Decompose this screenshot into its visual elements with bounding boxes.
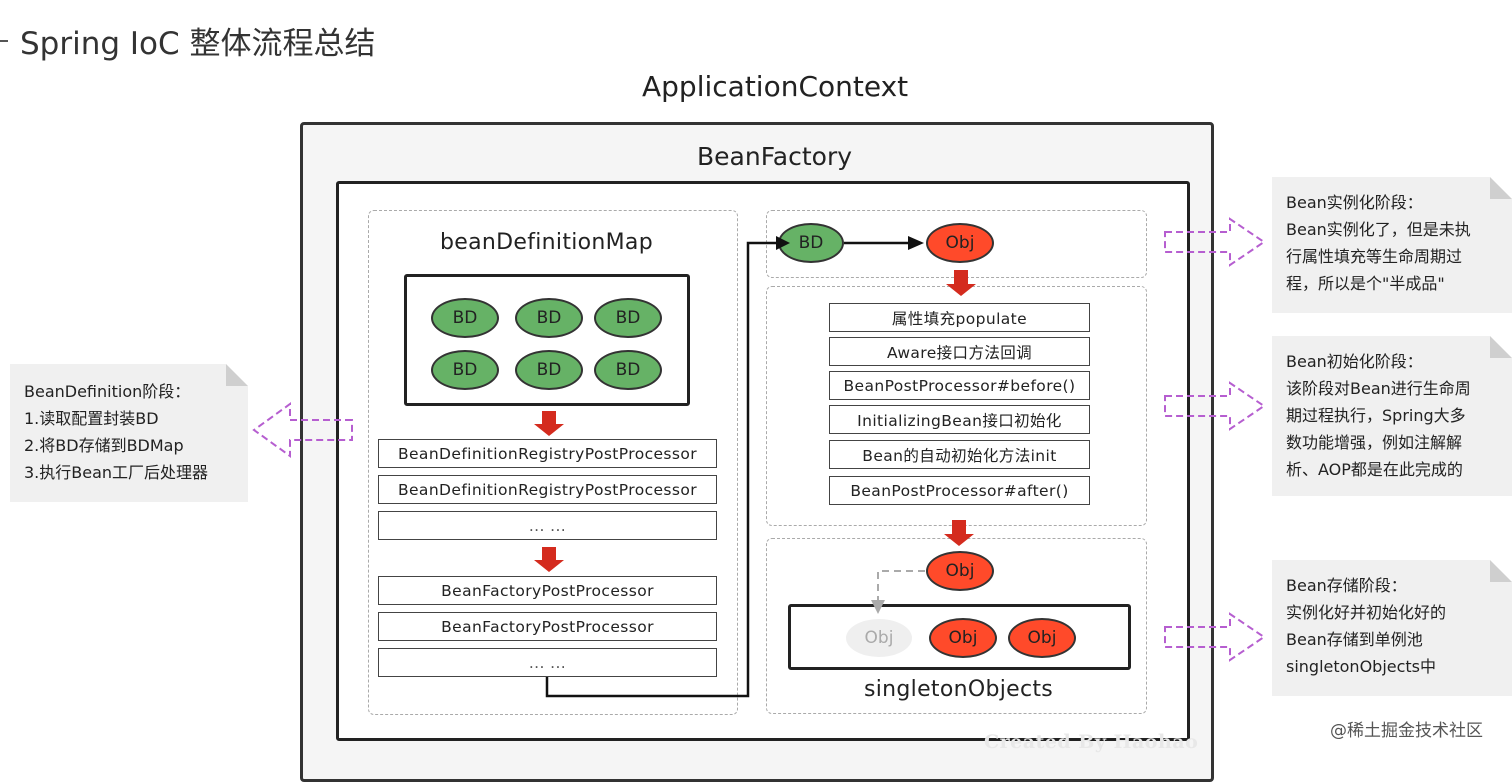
note-line: 1.读取配置封装BD bbox=[24, 409, 159, 428]
note-line: 数功能增强，例如注解解 bbox=[1286, 433, 1463, 452]
note-line: Bean实例化阶段： bbox=[1286, 193, 1423, 212]
note-definition-stage: BeanDefinition阶段： 1.读取配置封装BD 2.将BD存储到BDM… bbox=[10, 364, 248, 502]
note-line: Bean实例化了，但是未执 bbox=[1286, 220, 1471, 239]
connector-overlay bbox=[252, 217, 1266, 698]
obj-node-stored: Obj bbox=[929, 618, 997, 658]
obj-node-initialized: Obj bbox=[926, 551, 994, 591]
watermark: Created By Haohao bbox=[984, 731, 1199, 753]
note-line: Bean存储阶段： bbox=[1286, 576, 1407, 595]
note-corner bbox=[1490, 177, 1512, 199]
note-corner bbox=[226, 364, 248, 386]
factory-post-processor-more: ... ... bbox=[378, 648, 717, 677]
note-line: BeanDefinition阶段： bbox=[24, 382, 191, 401]
lifecycle-step: Bean的自动初始化方法init bbox=[829, 440, 1090, 469]
note-instantiation-stage: Bean实例化阶段： Bean实例化了，但是未执 行属性填充等生命周期过 程，所… bbox=[1272, 177, 1512, 313]
down-arrow-head bbox=[944, 534, 974, 546]
note-line: 期过程执行，Spring大多 bbox=[1286, 406, 1466, 425]
registry-post-processor: BeanDefinitionRegistryPostProcessor bbox=[378, 439, 717, 468]
down-arrow-head bbox=[946, 284, 976, 296]
definition-stage-panel bbox=[368, 210, 738, 715]
bd-node: BD bbox=[594, 298, 662, 338]
bd-node: BD bbox=[594, 350, 662, 390]
note-line: 程，所以是个"半成品" bbox=[1286, 274, 1445, 293]
note-storage-stage: Bean存储阶段： 实例化好并初始化好的 Bean存储到单例池 singleto… bbox=[1272, 560, 1512, 696]
note-line: 2.将BD存储到BDMap bbox=[24, 436, 184, 455]
down-arrow-head bbox=[534, 424, 564, 436]
bd-to-obj-connector-head bbox=[908, 236, 924, 250]
hollow-arrow-right bbox=[1164, 381, 1266, 431]
obj-node-placeholder: Obj bbox=[846, 619, 912, 657]
lifecycle-step: InitializingBean接口初始化 bbox=[829, 405, 1090, 434]
note-line: 实例化好并初始化好的 bbox=[1286, 603, 1447, 622]
title-dash bbox=[0, 40, 8, 42]
page-title: Spring IoC 整体流程总结 bbox=[20, 26, 376, 62]
note-line: 该阶段对Bean进行生命周 bbox=[1286, 379, 1471, 398]
note-corner bbox=[1490, 560, 1512, 582]
down-arrow bbox=[952, 520, 966, 534]
singleton-objects-box bbox=[788, 604, 1131, 670]
bd-node: BD bbox=[515, 298, 583, 338]
note-initialization-stage: Bean初始化阶段： 该阶段对Bean进行生命周 期过程执行，Spring大多 … bbox=[1272, 336, 1512, 496]
application-context-title: ApplicationContext bbox=[642, 70, 909, 103]
bd-node: BD bbox=[515, 350, 583, 390]
bean-definition-map-title: beanDefinitionMap bbox=[440, 230, 653, 255]
flow-connector bbox=[545, 241, 776, 698]
lifecycle-step: BeanPostProcessor#after() bbox=[829, 476, 1090, 505]
hollow-arrow-right bbox=[1164, 217, 1266, 267]
note-line: 行属性填充等生命周期过 bbox=[1286, 247, 1463, 266]
hollow-arrow-right bbox=[1164, 612, 1266, 662]
note-line: singletonObjects中 bbox=[1286, 657, 1437, 676]
registry-post-processor: BeanDefinitionRegistryPostProcessor bbox=[378, 475, 717, 504]
source-credit: @稀土掘金技术社区 bbox=[1330, 721, 1483, 741]
singleton-objects-title: singletonObjects bbox=[864, 677, 1054, 702]
flow-connector-head bbox=[776, 236, 790, 250]
note-line: 3.执行Bean工厂后处理器 bbox=[24, 463, 209, 482]
note-line: Bean初始化阶段： bbox=[1286, 352, 1423, 371]
dashed-connector-head bbox=[871, 600, 885, 614]
bean-factory-title: BeanFactory bbox=[697, 142, 853, 171]
registry-post-processor-more: ... ... bbox=[378, 511, 717, 540]
bd-node: BD bbox=[431, 350, 499, 390]
obj-node-stored: Obj bbox=[1008, 618, 1076, 658]
hollow-arrow-left bbox=[252, 402, 353, 458]
lifecycle-step: 属性填充populate bbox=[829, 303, 1090, 332]
dashed-connector bbox=[877, 570, 925, 604]
down-arrow bbox=[542, 411, 556, 424]
factory-post-processor: BeanFactoryPostProcessor bbox=[378, 576, 717, 605]
down-arrow bbox=[954, 270, 968, 284]
note-corner bbox=[1490, 336, 1512, 358]
lifecycle-step: BeanPostProcessor#before() bbox=[829, 371, 1090, 400]
bd-node: BD bbox=[431, 298, 499, 338]
down-arrow-head bbox=[534, 560, 564, 572]
lifecycle-step: Aware接口方法回调 bbox=[829, 337, 1090, 366]
factory-post-processor: BeanFactoryPostProcessor bbox=[378, 612, 717, 641]
down-arrow bbox=[542, 547, 556, 560]
note-line: Bean存储到单例池 bbox=[1286, 630, 1423, 649]
note-line: 析、AOP都是在此完成的 bbox=[1286, 460, 1463, 479]
obj-node-instantiated: Obj bbox=[926, 223, 994, 263]
